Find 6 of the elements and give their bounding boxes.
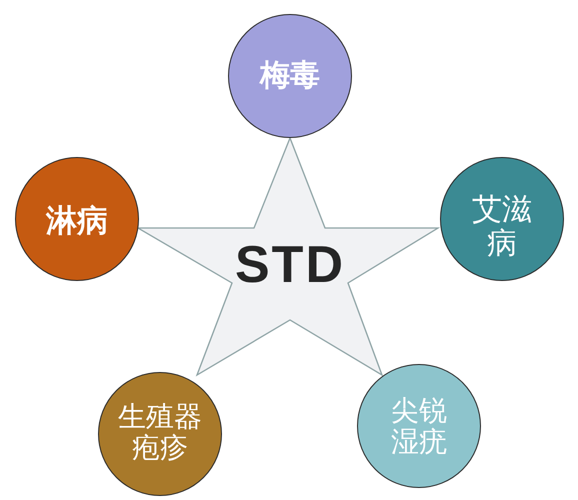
disease-label: 生殖器疱疹 xyxy=(116,400,203,464)
disease-label: 艾滋病 xyxy=(471,193,533,261)
center-label: STD xyxy=(235,239,345,291)
disease-label: 梅毒 xyxy=(260,59,320,93)
disease-label: 尖锐湿疣 xyxy=(390,394,448,458)
disease-label: 淋病 xyxy=(46,204,108,238)
